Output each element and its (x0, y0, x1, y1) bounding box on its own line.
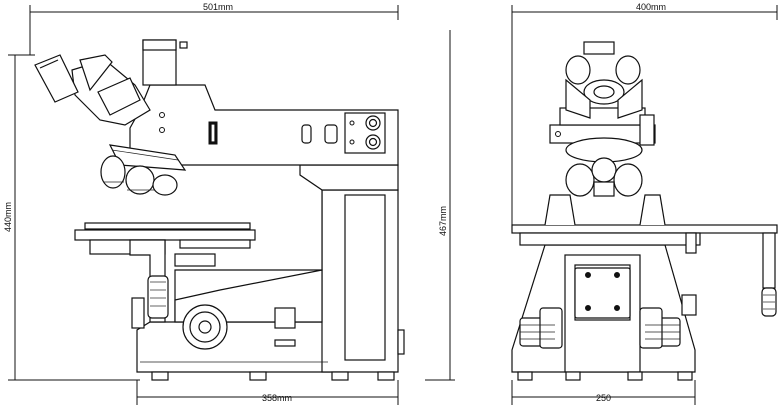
side-dimensions: 501mm 440mm 467mm 358mm (3, 2, 455, 405)
side-base (136, 189, 405, 381)
side-focus-knob (174, 269, 323, 350)
front-dimensions: 400mm 250 (511, 2, 778, 405)
dim-side-width: 501mm (203, 2, 233, 12)
front-eyepieces (565, 41, 643, 119)
side-view: 501mm 440mm 467mm 358mm (3, 2, 455, 405)
side-trinocular-head (34, 54, 151, 126)
dim-front-width: 400mm (636, 2, 666, 12)
dim-side-height: 440mm (3, 202, 13, 232)
side-column-arm (129, 39, 399, 322)
dim-overall-height: 467mm (438, 206, 448, 236)
dim-side-base: 358mm (262, 393, 292, 403)
front-focus-knobs (519, 294, 697, 349)
front-stage (511, 224, 778, 317)
side-stage (74, 222, 256, 329)
front-view: 400mm 250 (511, 2, 778, 405)
front-nosepiece (565, 137, 643, 197)
dim-front-base: 250 (596, 393, 611, 403)
side-nosepiece (100, 144, 187, 196)
